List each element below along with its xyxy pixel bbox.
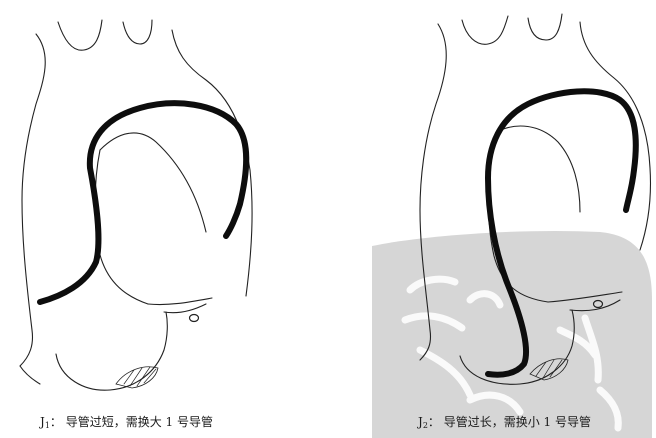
caption-j2-text: ： 导管过长，需换小 1 号导管 [428,415,591,429]
caption-j1: J1： 导管过短，需换大 1 号导管 [40,414,213,434]
panel-left-aorta [20,20,252,390]
watermark-stamp [372,231,652,438]
catheter-short [40,103,246,302]
caption-j2: J2： 导管过长，需换小 1 号导管 [418,414,591,434]
caption-j1-text: ： 导管过短，需换大 1 号导管 [50,415,213,429]
